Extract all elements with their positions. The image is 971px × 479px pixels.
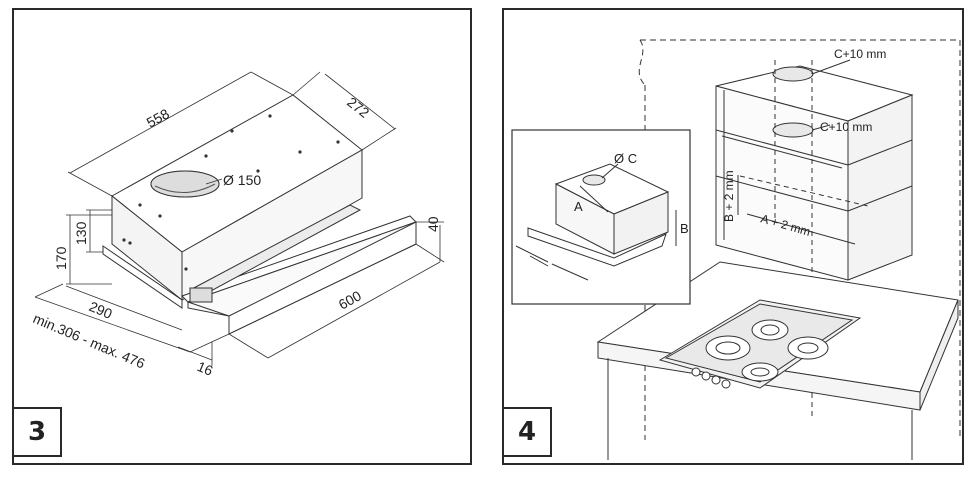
figure-number-3: 3 <box>12 407 62 457</box>
inset-b-label: B <box>680 221 689 236</box>
dim-16-label: 16 <box>195 358 216 379</box>
dim-duct-label: Ø 150 <box>223 172 261 188</box>
clearance-top-label: C+10 mm <box>834 47 886 61</box>
clearance-mid-label: C+10 mm <box>820 120 872 134</box>
inset-a-label: A <box>574 199 583 214</box>
dim-170-label: 170 <box>53 246 69 270</box>
height-clearance-label: B + 2 mm <box>722 170 736 222</box>
duct-hole-top <box>772 66 814 82</box>
dim-130-label: 130 <box>73 221 89 245</box>
hood-front-face <box>181 149 363 301</box>
duct-hole-mid <box>772 122 814 138</box>
figure-number-4: 4 <box>502 407 552 457</box>
inset-diameter-label: Ø C <box>614 151 637 166</box>
hob-burners <box>705 319 829 382</box>
dim-40-label: 40 <box>425 216 441 232</box>
